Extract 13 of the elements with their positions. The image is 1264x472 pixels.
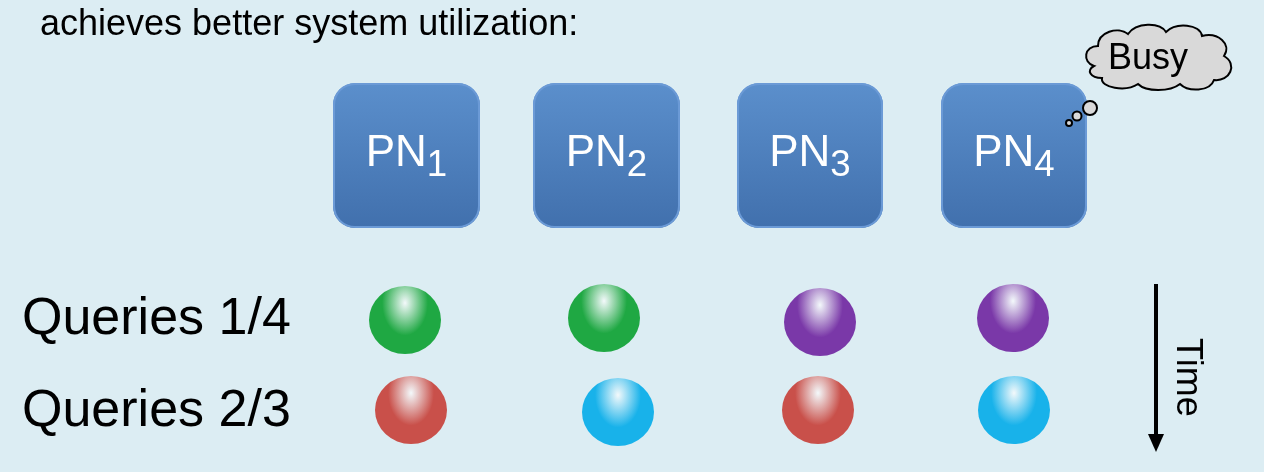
- processing-node-box: [533, 83, 680, 228]
- node-label: PN$_{2}$: [565, 126, 648, 185]
- row-label: Queries 1/4: [22, 286, 291, 346]
- processing-node-box: [737, 83, 883, 228]
- processing-node-box: [941, 83, 1087, 228]
- node-label: PN$_{4}$: [973, 126, 1055, 185]
- node-label: PN$_{3}$: [769, 126, 851, 185]
- heading-text: achieves better system utilization:: [40, 2, 579, 44]
- row-label: Queries 2/3: [22, 378, 291, 438]
- processing-node-box: [333, 83, 480, 228]
- cloud-label: Busy: [1108, 36, 1189, 78]
- axis-label: Time: [1168, 338, 1210, 417]
- node-label: PN$_{1}$: [365, 126, 448, 185]
